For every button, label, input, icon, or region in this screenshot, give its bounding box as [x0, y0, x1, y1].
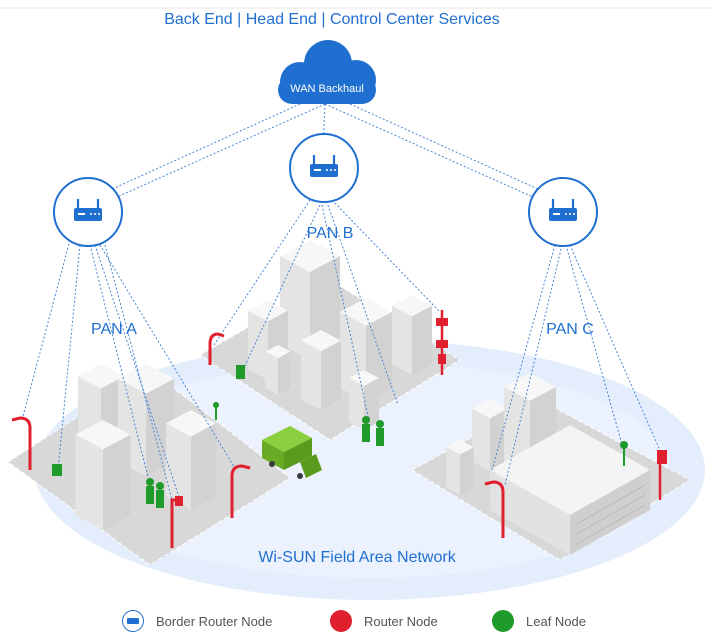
- router-node-icon: [230, 464, 251, 518]
- leaf-node-icon: [620, 441, 628, 466]
- border-router-a: [53, 177, 123, 247]
- router-node-icon: [11, 416, 32, 470]
- router-node-icon: [330, 610, 352, 632]
- header-title: Back End | Head End | Control Center Ser…: [164, 11, 500, 28]
- router-node-icon: [436, 310, 448, 375]
- leaf-nodes: [52, 365, 628, 508]
- pan-a-label: PAN A: [91, 321, 137, 338]
- border-router-b: [289, 133, 359, 203]
- border-router-icon: [122, 610, 144, 632]
- router-node-icon: [170, 496, 183, 548]
- mesh-links: [21, 199, 663, 501]
- legend-item-router-node: Router Node: [330, 606, 438, 636]
- truck: [262, 426, 322, 479]
- leaf-node-icon: [213, 402, 219, 420]
- pan-c-low-building-right: [570, 470, 650, 555]
- leaf-node-icon: [236, 365, 245, 379]
- cloud-label: WAN Backhaul: [290, 83, 364, 95]
- legend: Border Router Node Router Node Leaf Node: [0, 606, 712, 636]
- pan-b-label: PAN B: [307, 225, 354, 242]
- pan-c-buildings: [446, 373, 650, 555]
- router-node-icon: [657, 450, 667, 500]
- border-router-c: [528, 177, 598, 247]
- pan-c-label: PAN C: [546, 321, 594, 338]
- pan-c-low-building-left: [490, 470, 570, 555]
- wan-backhaul-cloud: [278, 40, 376, 104]
- legend-label: Border Router Node: [156, 613, 273, 629]
- router-node-icon: [484, 480, 505, 538]
- leaf-node-icon: [362, 416, 384, 446]
- legend-item-border-router: Border Router Node: [122, 606, 272, 636]
- legend-label: Leaf Node: [526, 613, 586, 629]
- legend-label: Router Node: [364, 613, 438, 629]
- leaf-node-icon: [52, 464, 62, 476]
- leaf-node-icon: [492, 610, 514, 632]
- router-nodes: [11, 310, 667, 548]
- router-node-icon: [208, 332, 225, 365]
- leaf-node-icon: [146, 478, 164, 508]
- legend-item-leaf-node: Leaf Node: [492, 606, 586, 636]
- network-label: Wi-SUN Field Area Network: [258, 549, 456, 566]
